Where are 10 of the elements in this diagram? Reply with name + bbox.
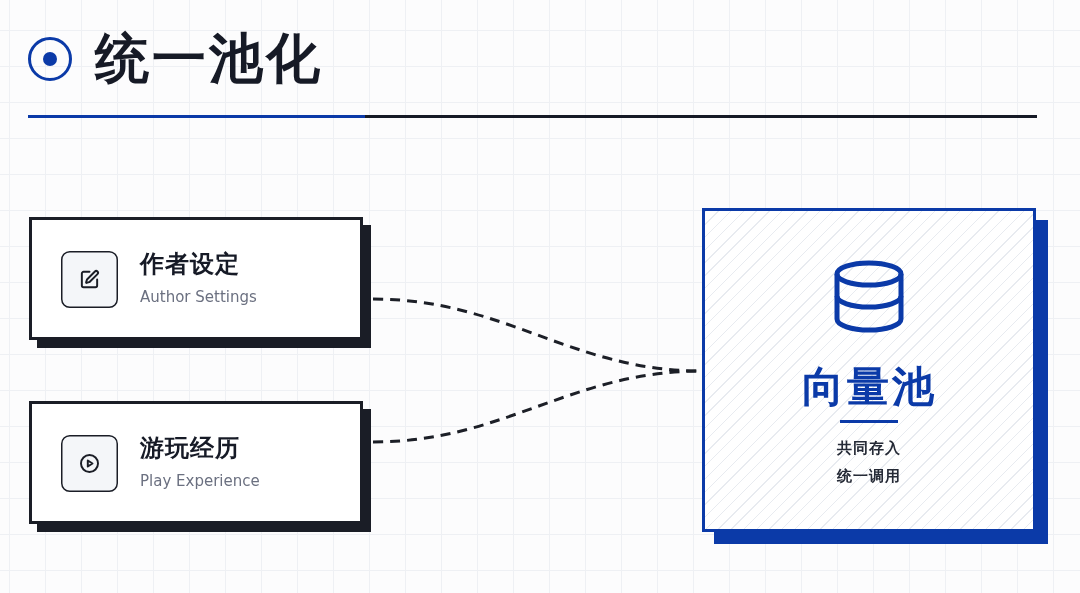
process-box — [29, 217, 371, 348]
node-description: 共同存入统一调用 — [836, 438, 902, 487]
storage-box — [702, 208, 1048, 544]
title: 统一池化 — [95, 27, 323, 91]
process-box — [29, 401, 371, 532]
node-subtitle: Author Settings — [140, 287, 257, 307]
node-heading: 作者设定 — [140, 249, 240, 280]
node-heading: 游玩经历 — [140, 433, 240, 464]
node-subtitle: Play Experience — [140, 471, 260, 491]
node-heading: 向量池 — [800, 361, 938, 413]
